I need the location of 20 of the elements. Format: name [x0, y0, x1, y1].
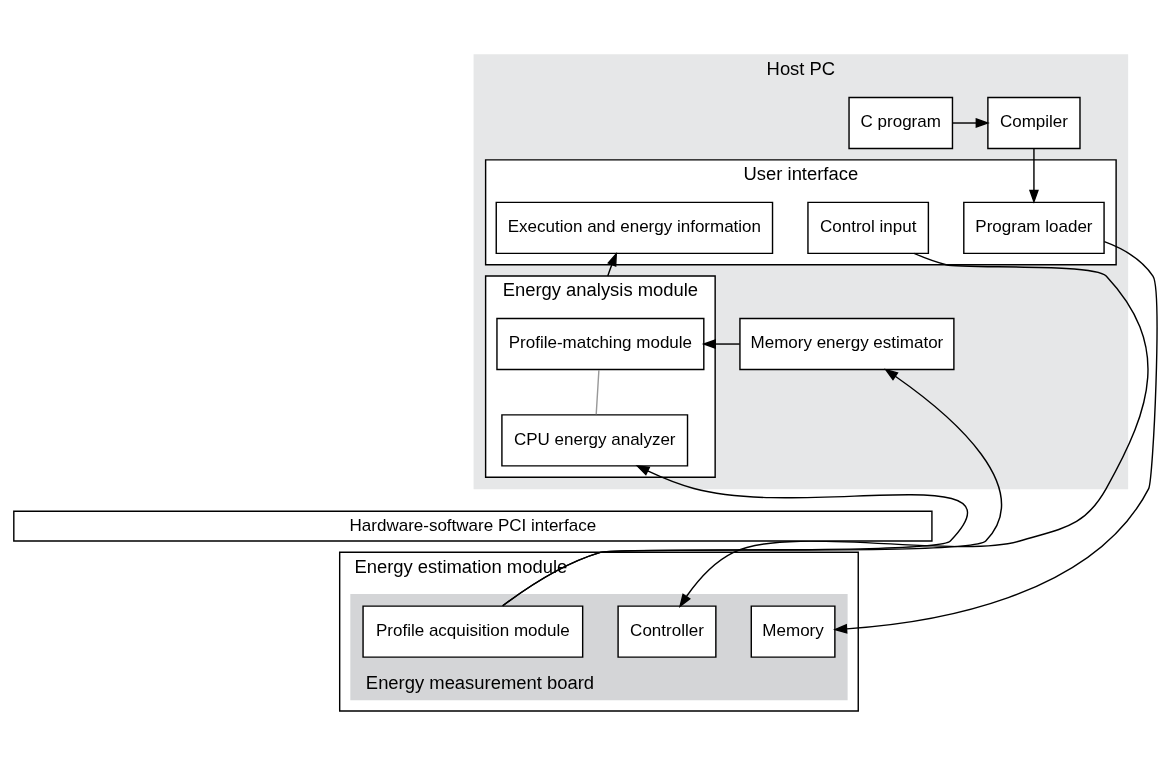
node-box: Profile acquisition module: [362, 604, 584, 658]
arrow: [678, 252, 1149, 608]
arrow: [607, 251, 618, 277]
node-box: Profile-matching module: [496, 317, 705, 370]
node-box: CPU energy analyzer: [501, 413, 689, 467]
node-box: Execution and energy information: [495, 201, 774, 254]
arrow: [1028, 147, 1039, 204]
arrow: [701, 338, 741, 349]
node-box: Memory: [750, 604, 836, 658]
node-box: Hardware-software PCI interface: [13, 510, 933, 542]
node-box: Controller: [617, 604, 717, 658]
node-box: Memory energy estimator: [739, 317, 955, 370]
arrow: [501, 368, 1002, 606]
arrow: [952, 117, 990, 128]
node-box: Control input: [807, 201, 930, 254]
node-box: C program: [848, 96, 954, 149]
node-box: Program loader: [963, 201, 1105, 254]
connector: [595, 368, 600, 415]
node-box: Compiler: [987, 96, 1081, 149]
arrow: [833, 240, 1158, 634]
